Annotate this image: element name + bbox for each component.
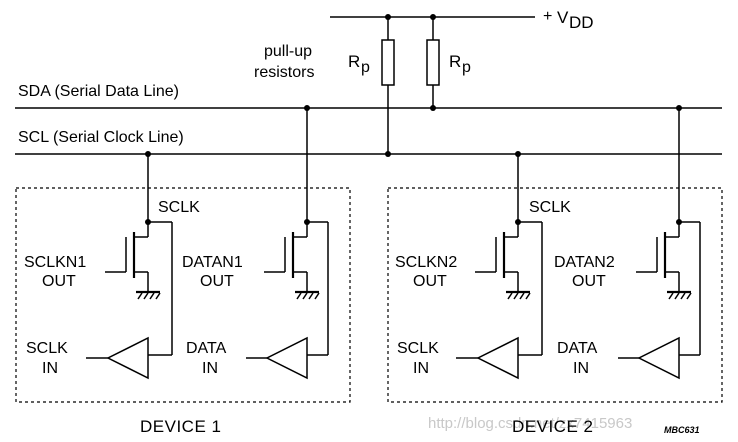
device-1-sclk-tap-label: SCLK: [158, 199, 200, 216]
device-2-data-transistor: DATAN2 OUT: [554, 108, 701, 355]
vdd-plus: +: [543, 8, 552, 25]
device-2-clock-fet-label: SCLKN2: [395, 254, 457, 271]
rp2-subscript: p: [462, 59, 471, 76]
vdd-label: V: [557, 8, 569, 27]
device-1-data-transistor: DATAN1 OUT: [182, 108, 329, 355]
device-2-data-in-sub-label: IN: [573, 360, 589, 377]
pullup-resistors: pull-up resistors R p R p: [254, 17, 471, 154]
device-1: DEVICE 1 SCLK SCLKN1 OUT: [15, 108, 351, 436]
device-2-clock-fet-out-label: OUT: [413, 273, 447, 290]
device-2-clock-transistor: SCLKN2 OUT: [395, 154, 543, 355]
device-1-clock-in-label: SCLK: [26, 340, 68, 357]
device-2-data-fet-label: DATAN2: [554, 254, 615, 271]
device-1-data-input-buffer: DATA IN: [186, 336, 328, 380]
device-2-data-input-buffer: DATA IN: [557, 336, 700, 380]
device-2-clock-in-sub-label: IN: [413, 360, 429, 377]
device-2-label: DEVICE 2: [512, 417, 593, 436]
device-2-sclk-tap-label: SCLK: [529, 199, 571, 216]
device-1-clock-in-sub-label: IN: [42, 360, 58, 377]
figure-code: MBC631: [664, 425, 700, 435]
rp1-label: R: [348, 52, 360, 71]
vdd-subscript: DD: [569, 13, 594, 32]
device-2: DEVICE 2 SCLK SCLKN2 OUT: [387, 108, 723, 436]
device-2-data-in-label: DATA: [557, 340, 598, 357]
device-2-clock-input-buffer: SCLK IN: [397, 336, 542, 380]
rp2-label: R: [449, 52, 461, 71]
device-1-clock-input-buffer: SCLK IN: [26, 336, 172, 380]
sda-label: SDA (Serial Data Line): [18, 83, 179, 100]
device-1-data-in-sub-label: IN: [202, 360, 218, 377]
device-1-label: DEVICE 1: [140, 417, 221, 436]
sda-bus-line: SDA (Serial Data Line): [15, 83, 722, 111]
device-1-data-fet-out-label: OUT: [200, 273, 234, 290]
device-1-clock-fet-label: SCLKN1: [24, 254, 86, 271]
device-2-clock-in-label: SCLK: [397, 340, 439, 357]
device-1-clock-transistor: SCLKN1 OUT: [24, 154, 173, 355]
pullup-label-line2: resistors: [254, 64, 314, 81]
rp1-subscript: p: [361, 59, 370, 76]
device-1-data-in-label: DATA: [186, 340, 227, 357]
device-1-boundary: [15, 187, 351, 403]
device-2-data-fet-out-label: OUT: [572, 273, 606, 290]
device-1-clock-fet-out-label: OUT: [42, 273, 76, 290]
device-1-data-fet-label: DATAN1: [182, 254, 243, 271]
pullup-label-line1: pull-up: [264, 43, 312, 60]
watermark: http://blog.csdn.net/zx7415963: [428, 415, 632, 432]
scl-label: SCL (Serial Clock Line): [18, 129, 184, 146]
vdd-rail: + V DD: [330, 8, 594, 32]
device-2-boundary: [387, 187, 723, 403]
scl-bus-line: SCL (Serial Clock Line): [15, 129, 722, 157]
